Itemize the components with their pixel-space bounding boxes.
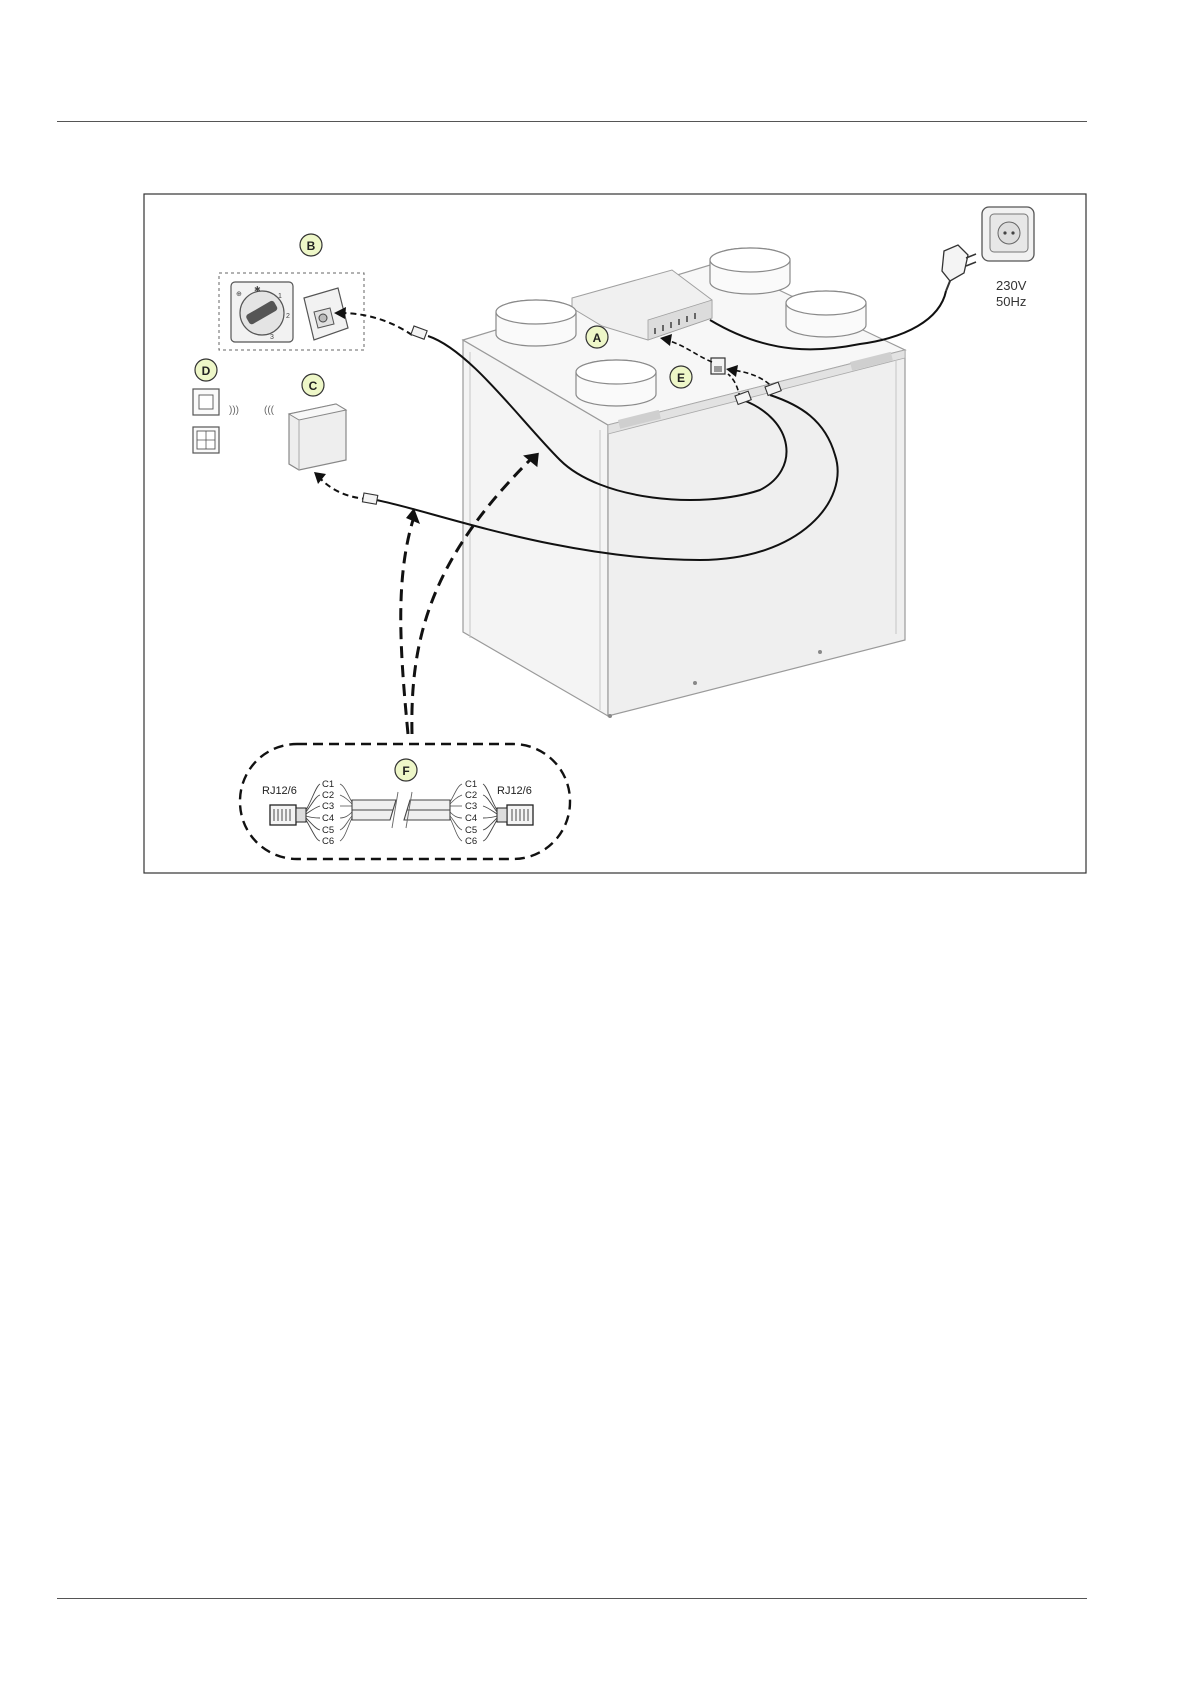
right-wire-labels: C1 C2 C3 C4 C5 C6 [465,779,477,847]
left-wire-labels: C1 C2 C3 C4 C5 C6 [322,779,334,847]
ventilation-unit [463,248,905,718]
svg-text:C4: C4 [465,813,477,824]
svg-text:C6: C6 [322,836,334,847]
svg-text:C4: C4 [322,813,334,824]
svg-text:C2: C2 [322,790,334,801]
label-b: B [307,239,316,253]
wireless-signal-icon-receiver: ((( [264,405,275,416]
label-e: E [677,371,685,385]
svg-text:C2: C2 [465,790,477,801]
footer-rule [57,1598,1087,1599]
rj12-left-plug-icon [270,805,306,825]
svg-text:C3: C3 [465,801,477,812]
wireless-switch-icon [193,389,219,453]
multi-position-switch-icon: 1 2 3 ⊕ ✱ [231,282,293,342]
svg-text:C1: C1 [465,779,477,790]
rj12-left-label: RJ12/6 [262,785,297,797]
label-d: D [202,364,211,378]
rj12-right-label: RJ12/6 [497,785,532,797]
svg-text:C6: C6 [465,836,477,847]
svg-text:C1: C1 [322,779,334,790]
switch-position-2: 2 [286,313,290,320]
svg-text:C5: C5 [322,825,334,836]
svg-text:✱: ✱ [254,285,261,294]
switch-position-3: 3 [270,334,274,341]
power-socket-icon [982,207,1034,261]
receiver-patch-link [318,476,368,499]
frequency-label: 50Hz [996,294,1026,309]
label-f: F [402,764,409,778]
svg-text:C5: C5 [465,825,477,836]
detail-arrow-receiver [401,520,413,734]
svg-text:⊕: ⊕ [236,291,242,298]
rj12-right-plug-icon [497,805,533,825]
power-plug-icon [942,245,976,291]
svg-text:C3: C3 [322,801,334,812]
switch-patch-link [340,313,412,335]
splitter-connector-icon [711,358,725,374]
voltage-label: 230V [996,278,1027,293]
switch-position-1: 1 [278,293,282,300]
label-a: A [593,331,602,345]
wireless-signal-icon: ))) [229,405,239,416]
label-c: C [309,379,318,393]
receiver-box-icon [289,404,346,470]
